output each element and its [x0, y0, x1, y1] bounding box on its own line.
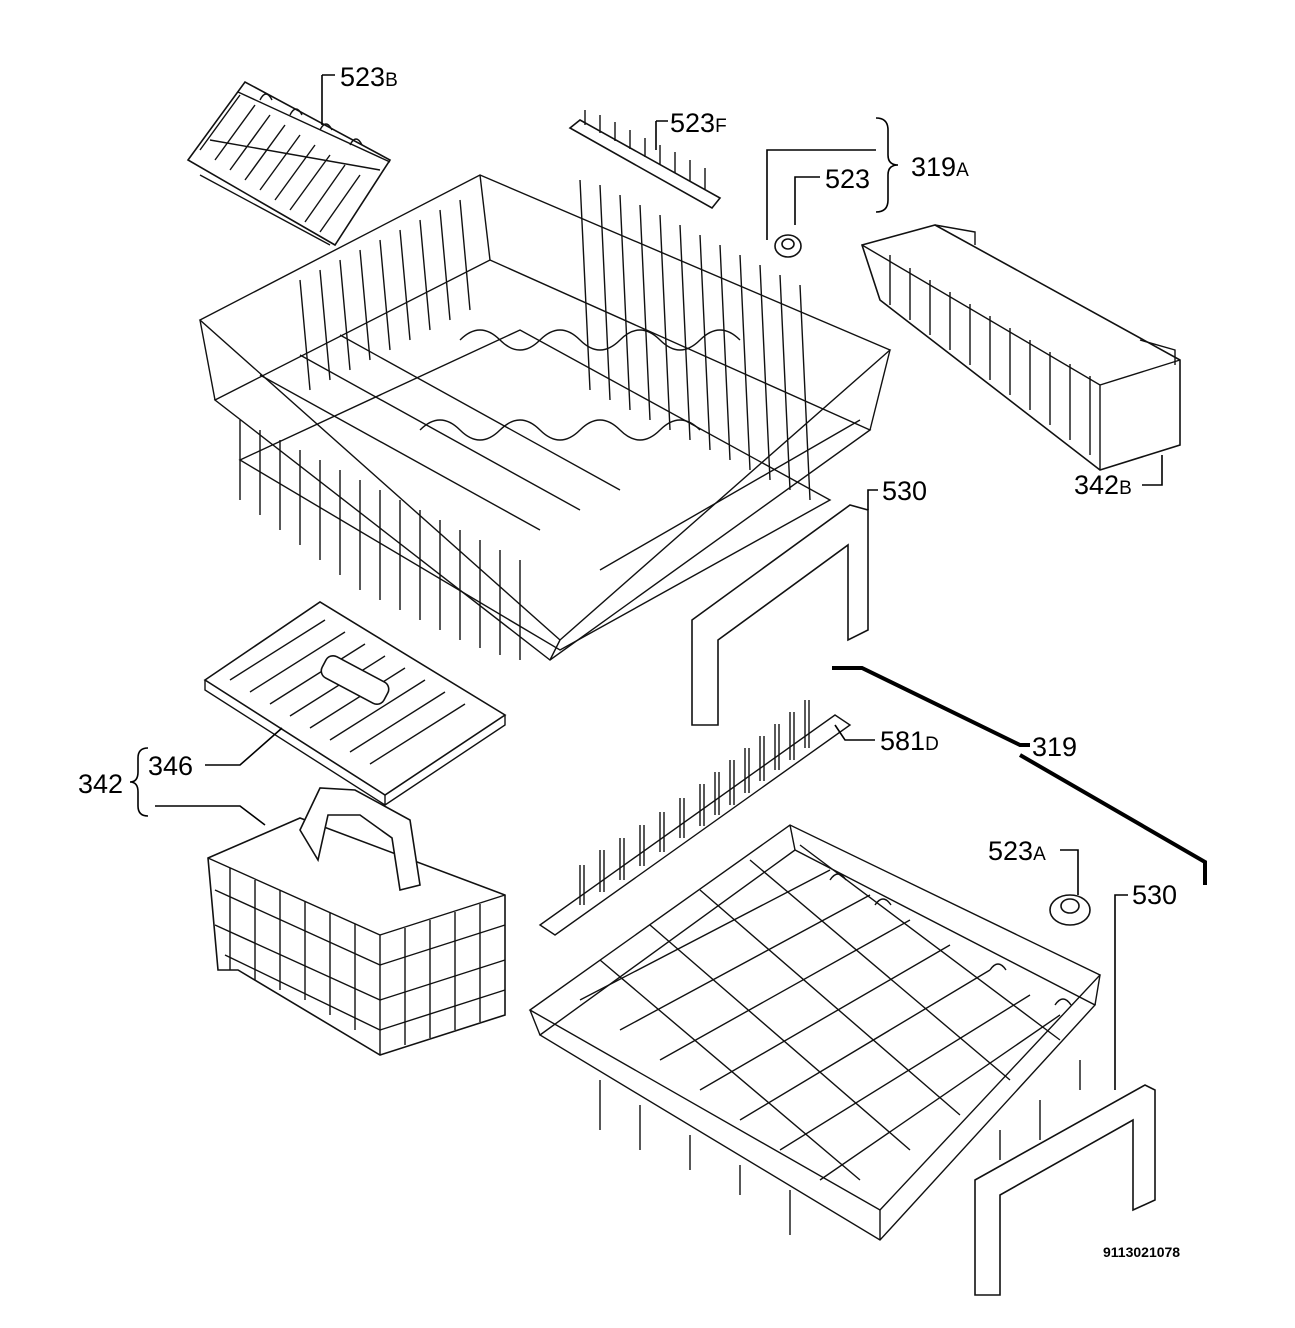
drawing-code: 9113021078: [1103, 1244, 1180, 1260]
label-342b: 342B: [1074, 470, 1132, 500]
label-523a: 523A: [988, 836, 1046, 866]
label-530-bottom: 530: [1132, 880, 1177, 910]
plate-rack-581d: [538, 700, 852, 936]
rail-handle-530-top: [691, 504, 869, 726]
leader-lines: [129, 74, 1207, 1090]
label-530-top: 530: [882, 476, 927, 506]
rail-handle-530-bottom: [974, 1084, 1156, 1296]
label-581d: 581D: [880, 726, 939, 756]
label-346: 346: [148, 751, 193, 781]
upper-basket: [198, 174, 892, 661]
label-523: 523: [825, 164, 870, 194]
wheel-523a: [1049, 894, 1091, 926]
wheel-523: [774, 234, 802, 258]
label-319a: 319A: [911, 152, 969, 182]
cutlery-basket-342: [207, 787, 506, 1056]
label-523f: 523F: [670, 108, 727, 138]
part-labels: 523B 523F 523 319A 342B 530 346 342 581D…: [78, 62, 1180, 1260]
spike-comb-523f: [568, 110, 722, 210]
cup-rack-insert-523b: [186, 80, 392, 247]
side-basket-342b: [860, 224, 1181, 471]
label-523b: 523B: [340, 62, 398, 92]
label-319: 319: [1032, 732, 1077, 762]
lower-basket: [528, 824, 1102, 1241]
label-342: 342: [78, 769, 123, 799]
cutlery-lid-346: [203, 601, 507, 806]
